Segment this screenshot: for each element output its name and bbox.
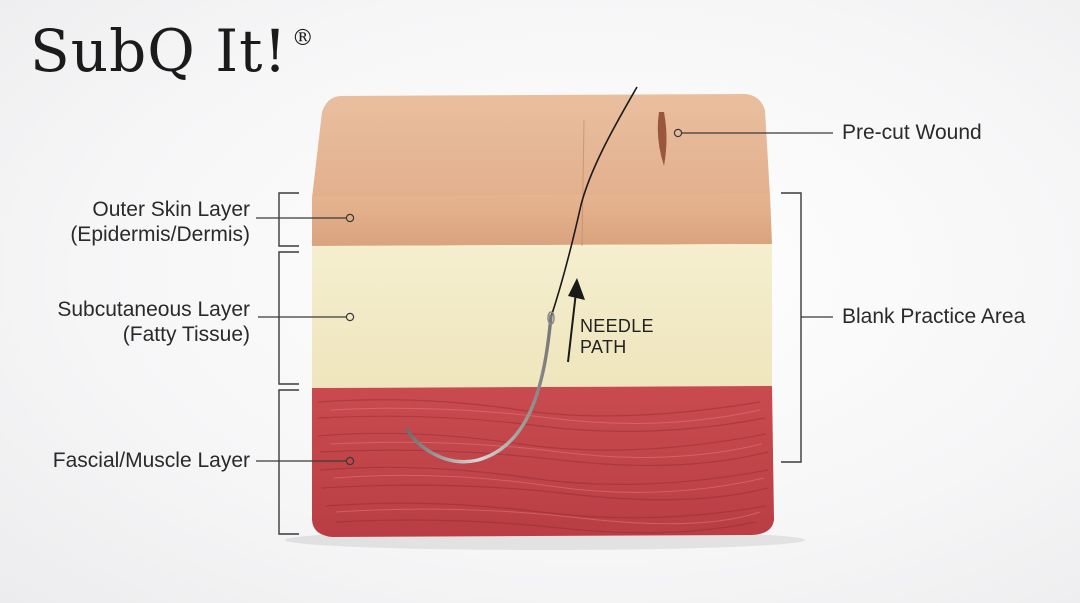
muscle-layer bbox=[312, 386, 774, 537]
needle-path-line2: PATH bbox=[580, 336, 627, 357]
label-blank-area-title: Blank Practice Area bbox=[842, 305, 1026, 328]
bracket-fat bbox=[278, 251, 299, 385]
registered-mark: ® bbox=[291, 26, 315, 51]
label-fascial-title: Fascial/Muscle Layer bbox=[52, 449, 250, 472]
needle-eye bbox=[547, 311, 555, 325]
label-outer-skin-title: Outer Skin Layer bbox=[92, 198, 250, 221]
label-subcutaneous-sub: (Fatty Tissue) bbox=[122, 322, 250, 346]
fat-layer bbox=[312, 244, 772, 388]
needle-path-arrow-shaft bbox=[567, 291, 577, 363]
bracket-muscle bbox=[278, 389, 299, 535]
muscle-highlights bbox=[329, 407, 765, 525]
label-precut: Pre-cut Wound bbox=[842, 121, 982, 146]
label-blank-area: Blank Practice Area bbox=[842, 305, 1025, 330]
suture-thread bbox=[549, 86, 638, 321]
bracket-blank-area bbox=[781, 192, 802, 463]
needle-path-arrowhead bbox=[568, 278, 585, 300]
skin-top-surface bbox=[312, 94, 770, 198]
needle-path-label: NEEDLE PATH bbox=[580, 316, 654, 357]
label-fascial: Fascial/Muscle Layer bbox=[53, 449, 250, 474]
label-subcutaneous: Subcutaneous Layer (Fatty Tissue) bbox=[57, 298, 250, 348]
bracket-skin bbox=[278, 192, 299, 247]
leader-lines bbox=[256, 132, 833, 462]
label-subcutaneous-title: Subcutaneous Layer bbox=[57, 298, 250, 321]
brand-logo: SubQ It!® bbox=[30, 22, 315, 80]
curved-needle bbox=[405, 314, 553, 464]
label-outer-skin: Outer Skin Layer (Epidermis/Dermis) bbox=[70, 198, 250, 248]
leader-dots bbox=[345, 128, 683, 466]
needle-path-line1: NEEDLE bbox=[580, 316, 654, 336]
label-outer-skin-sub: (Epidermis/Dermis) bbox=[70, 222, 250, 246]
brand-name: SubQ It! bbox=[30, 17, 288, 85]
skin-layer-front bbox=[312, 194, 772, 246]
surface-seam bbox=[581, 119, 585, 247]
left-brackets bbox=[278, 192, 802, 535]
muscle-fibers bbox=[317, 399, 769, 534]
label-precut-title: Pre-cut Wound bbox=[842, 121, 982, 144]
precut-wound-slit bbox=[657, 112, 667, 166]
